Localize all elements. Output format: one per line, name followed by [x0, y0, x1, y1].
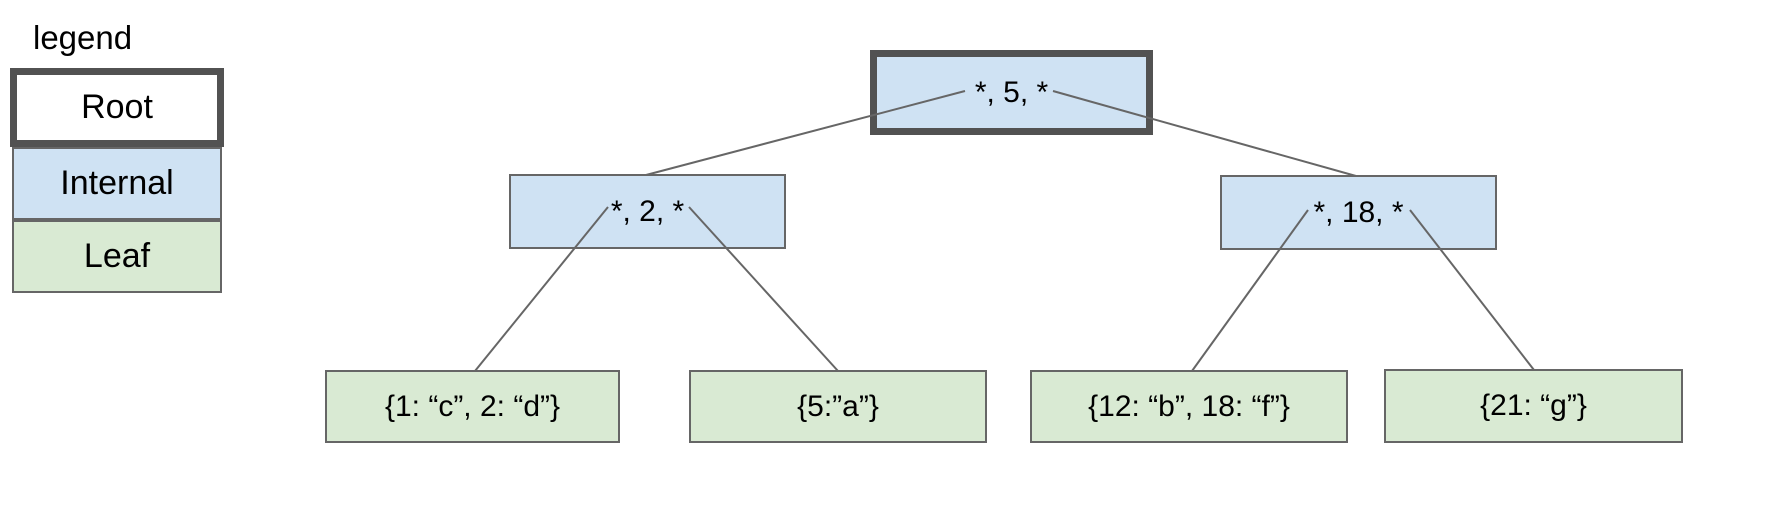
legend-item-root-label: Root: [81, 88, 153, 126]
tree-node-internal-left: *, 2, *: [509, 174, 786, 249]
legend-title: legend: [33, 19, 133, 56]
tree-node-leaf-3-label: {12: “b”, 18: “f”}: [1088, 389, 1290, 423]
legend-item-leaf-label: Leaf: [83, 237, 151, 275]
tree-node-leaf-4-label: {21: “g”}: [1480, 389, 1587, 422]
tree-node-leaf-4: {21: “g”}: [1384, 369, 1683, 443]
legend-item-leaf: Leaf: [12, 220, 222, 293]
legend-item-root: Root: [10, 68, 224, 147]
tree-node-leaf-2-label: {5:”a”}: [797, 389, 879, 423]
tree-node-leaf-2: {5:”a”}: [689, 370, 987, 443]
legend-item-internal-label: Internal: [60, 164, 174, 202]
tree-node-root-label: *, 5, *: [974, 75, 1049, 109]
tree-node-leaf-1: {1: “c”, 2: “d”}: [325, 370, 620, 443]
tree-node-leaf-1-label: {1: “c”, 2: “d”}: [384, 389, 561, 423]
legend-item-internal: Internal: [12, 147, 222, 220]
tree-node-root: *, 5, *: [870, 50, 1153, 135]
tree-node-internal-left-label: *, 2, *: [610, 194, 685, 228]
tree-node-internal-right: *, 18, *: [1220, 175, 1497, 250]
tree-node-internal-right-label: *, 18, *: [1313, 195, 1404, 229]
tree-node-leaf-3: {12: “b”, 18: “f”}: [1030, 370, 1348, 443]
